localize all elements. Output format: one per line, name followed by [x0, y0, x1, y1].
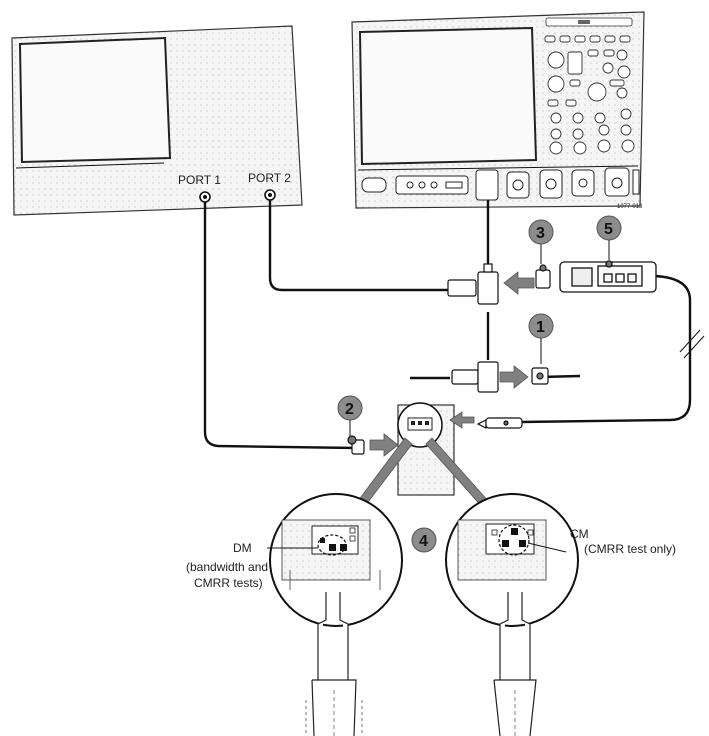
arrow-right-icon	[499, 365, 529, 389]
arrow-left-icon	[449, 411, 475, 429]
probe-tip	[476, 417, 523, 429]
callout-5: 5	[596, 215, 622, 260]
scope-input-channel[interactable]	[475, 169, 499, 201]
port1-label: PORT 1	[178, 173, 221, 187]
dm-label: DM	[233, 541, 252, 555]
cm-sublabel: (CMRR test only)	[584, 542, 676, 556]
detail-dm	[269, 493, 403, 627]
port2-label: PORT 2	[248, 171, 291, 185]
probe-body-right	[493, 592, 537, 736]
callout-number: 1	[536, 319, 545, 336]
fixture-input-connector	[347, 435, 365, 455]
cm-label: CM	[570, 527, 589, 541]
cable-break-mark	[679, 329, 705, 359]
callout-4: 4	[411, 527, 437, 553]
cables	[203, 200, 692, 450]
dm-sublabel-1: (bandwidth and	[186, 560, 268, 574]
dm-sublabel-2: CMRR tests)	[194, 576, 263, 590]
callout-3: 3	[528, 219, 554, 264]
probe-body-left	[305, 592, 363, 736]
callout-number: 5	[604, 221, 613, 238]
probe-interface-connector	[535, 264, 551, 289]
test-fixture	[397, 402, 455, 496]
probe-compensation-box	[559, 260, 657, 293]
arrow-left-icon	[503, 271, 535, 295]
callout-number: 4	[419, 533, 428, 550]
oscilloscope: 1077-013	[351, 11, 645, 210]
scope-adapter	[447, 263, 499, 305]
detail-cm	[445, 493, 579, 627]
termination-connector	[531, 367, 549, 385]
callout-number: 3	[536, 225, 545, 242]
callout-2: 2	[337, 395, 363, 436]
arrow-right-icon	[369, 433, 399, 457]
figure-id: 1077-013	[617, 204, 643, 210]
label-leaders	[267, 542, 567, 553]
callout-1: 1	[528, 313, 554, 364]
bnc-adapter	[451, 361, 499, 393]
network-analyzer: PORT 1 PORT 2	[11, 25, 303, 216]
callout-number: 2	[345, 401, 354, 418]
